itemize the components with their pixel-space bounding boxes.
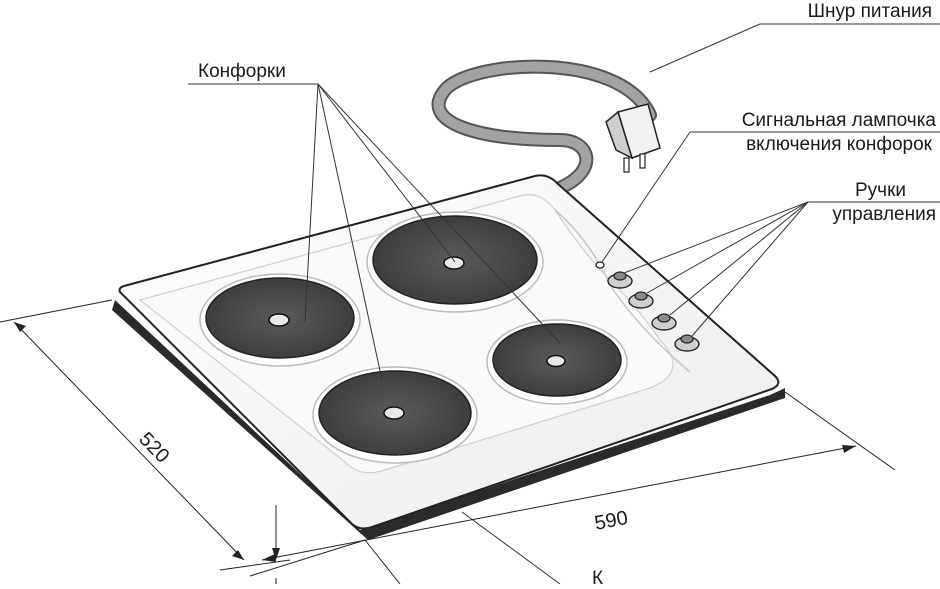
signal-lamp-label-line2: включения конфорок <box>746 134 933 155</box>
knob-4 <box>674 334 700 352</box>
knob-3 <box>651 313 677 331</box>
dimension-arrows <box>14 322 856 562</box>
signal-lamp-label-line1: Сигнальная лампочка <box>742 110 937 131</box>
plug-icon <box>605 103 661 173</box>
burner-top-left <box>199 273 361 367</box>
dimension-lines <box>0 299 896 585</box>
burners-label: Конфорки <box>198 61 286 82</box>
leader-lines <box>188 23 940 585</box>
arrow-icon <box>232 550 244 560</box>
width-dimension-label: 590 <box>593 507 630 535</box>
knobs-label-line2: управления <box>832 204 936 225</box>
depth-dimension-label: 520 <box>134 428 173 467</box>
burner-top-right <box>366 211 544 313</box>
arrow-icon <box>272 548 280 560</box>
knob-2 <box>628 291 654 309</box>
power-cord <box>431 59 657 195</box>
signal-lamp-icon <box>595 261 605 269</box>
knob-1 <box>607 271 633 289</box>
control-knobs <box>607 271 700 352</box>
power-cord-label: Шнур питания <box>808 1 932 22</box>
arrow-icon <box>842 445 856 453</box>
frame-label-partial: К <box>592 568 603 584</box>
burner-bottom-left <box>312 366 478 464</box>
burner-bottom-right <box>486 319 628 405</box>
arrow-icon <box>14 322 26 332</box>
arrow-icon <box>262 554 276 562</box>
knobs-label-line1: Ручки <box>855 180 906 201</box>
